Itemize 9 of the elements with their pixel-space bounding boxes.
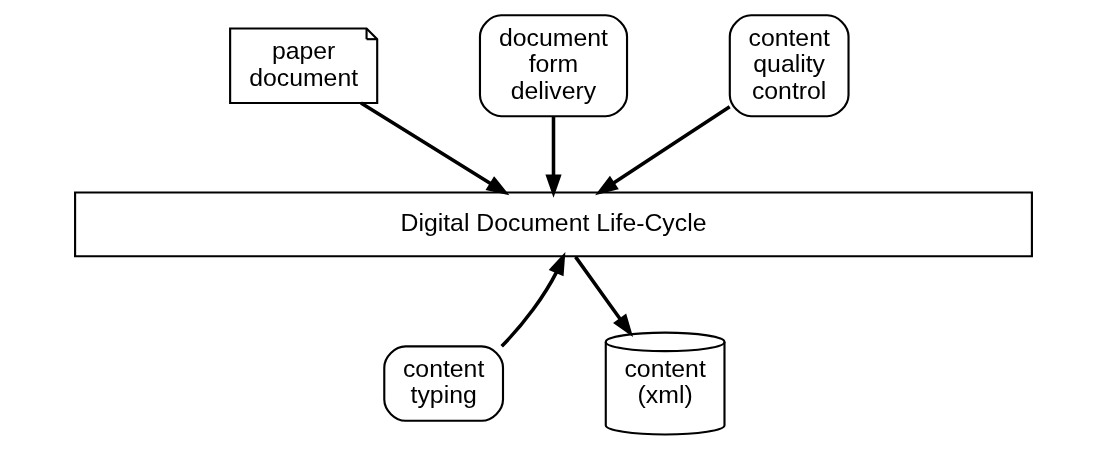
node-box: Digital Document Life-Cycle [74,191,1033,258]
arrow [574,255,634,338]
node-box: document form delivery [478,14,629,118]
arrow [545,116,562,198]
arrow [500,251,566,348]
node-box: content typing [383,345,505,422]
node-box: content quality control [728,14,850,118]
arrow [360,101,510,196]
arrow [595,105,731,196]
